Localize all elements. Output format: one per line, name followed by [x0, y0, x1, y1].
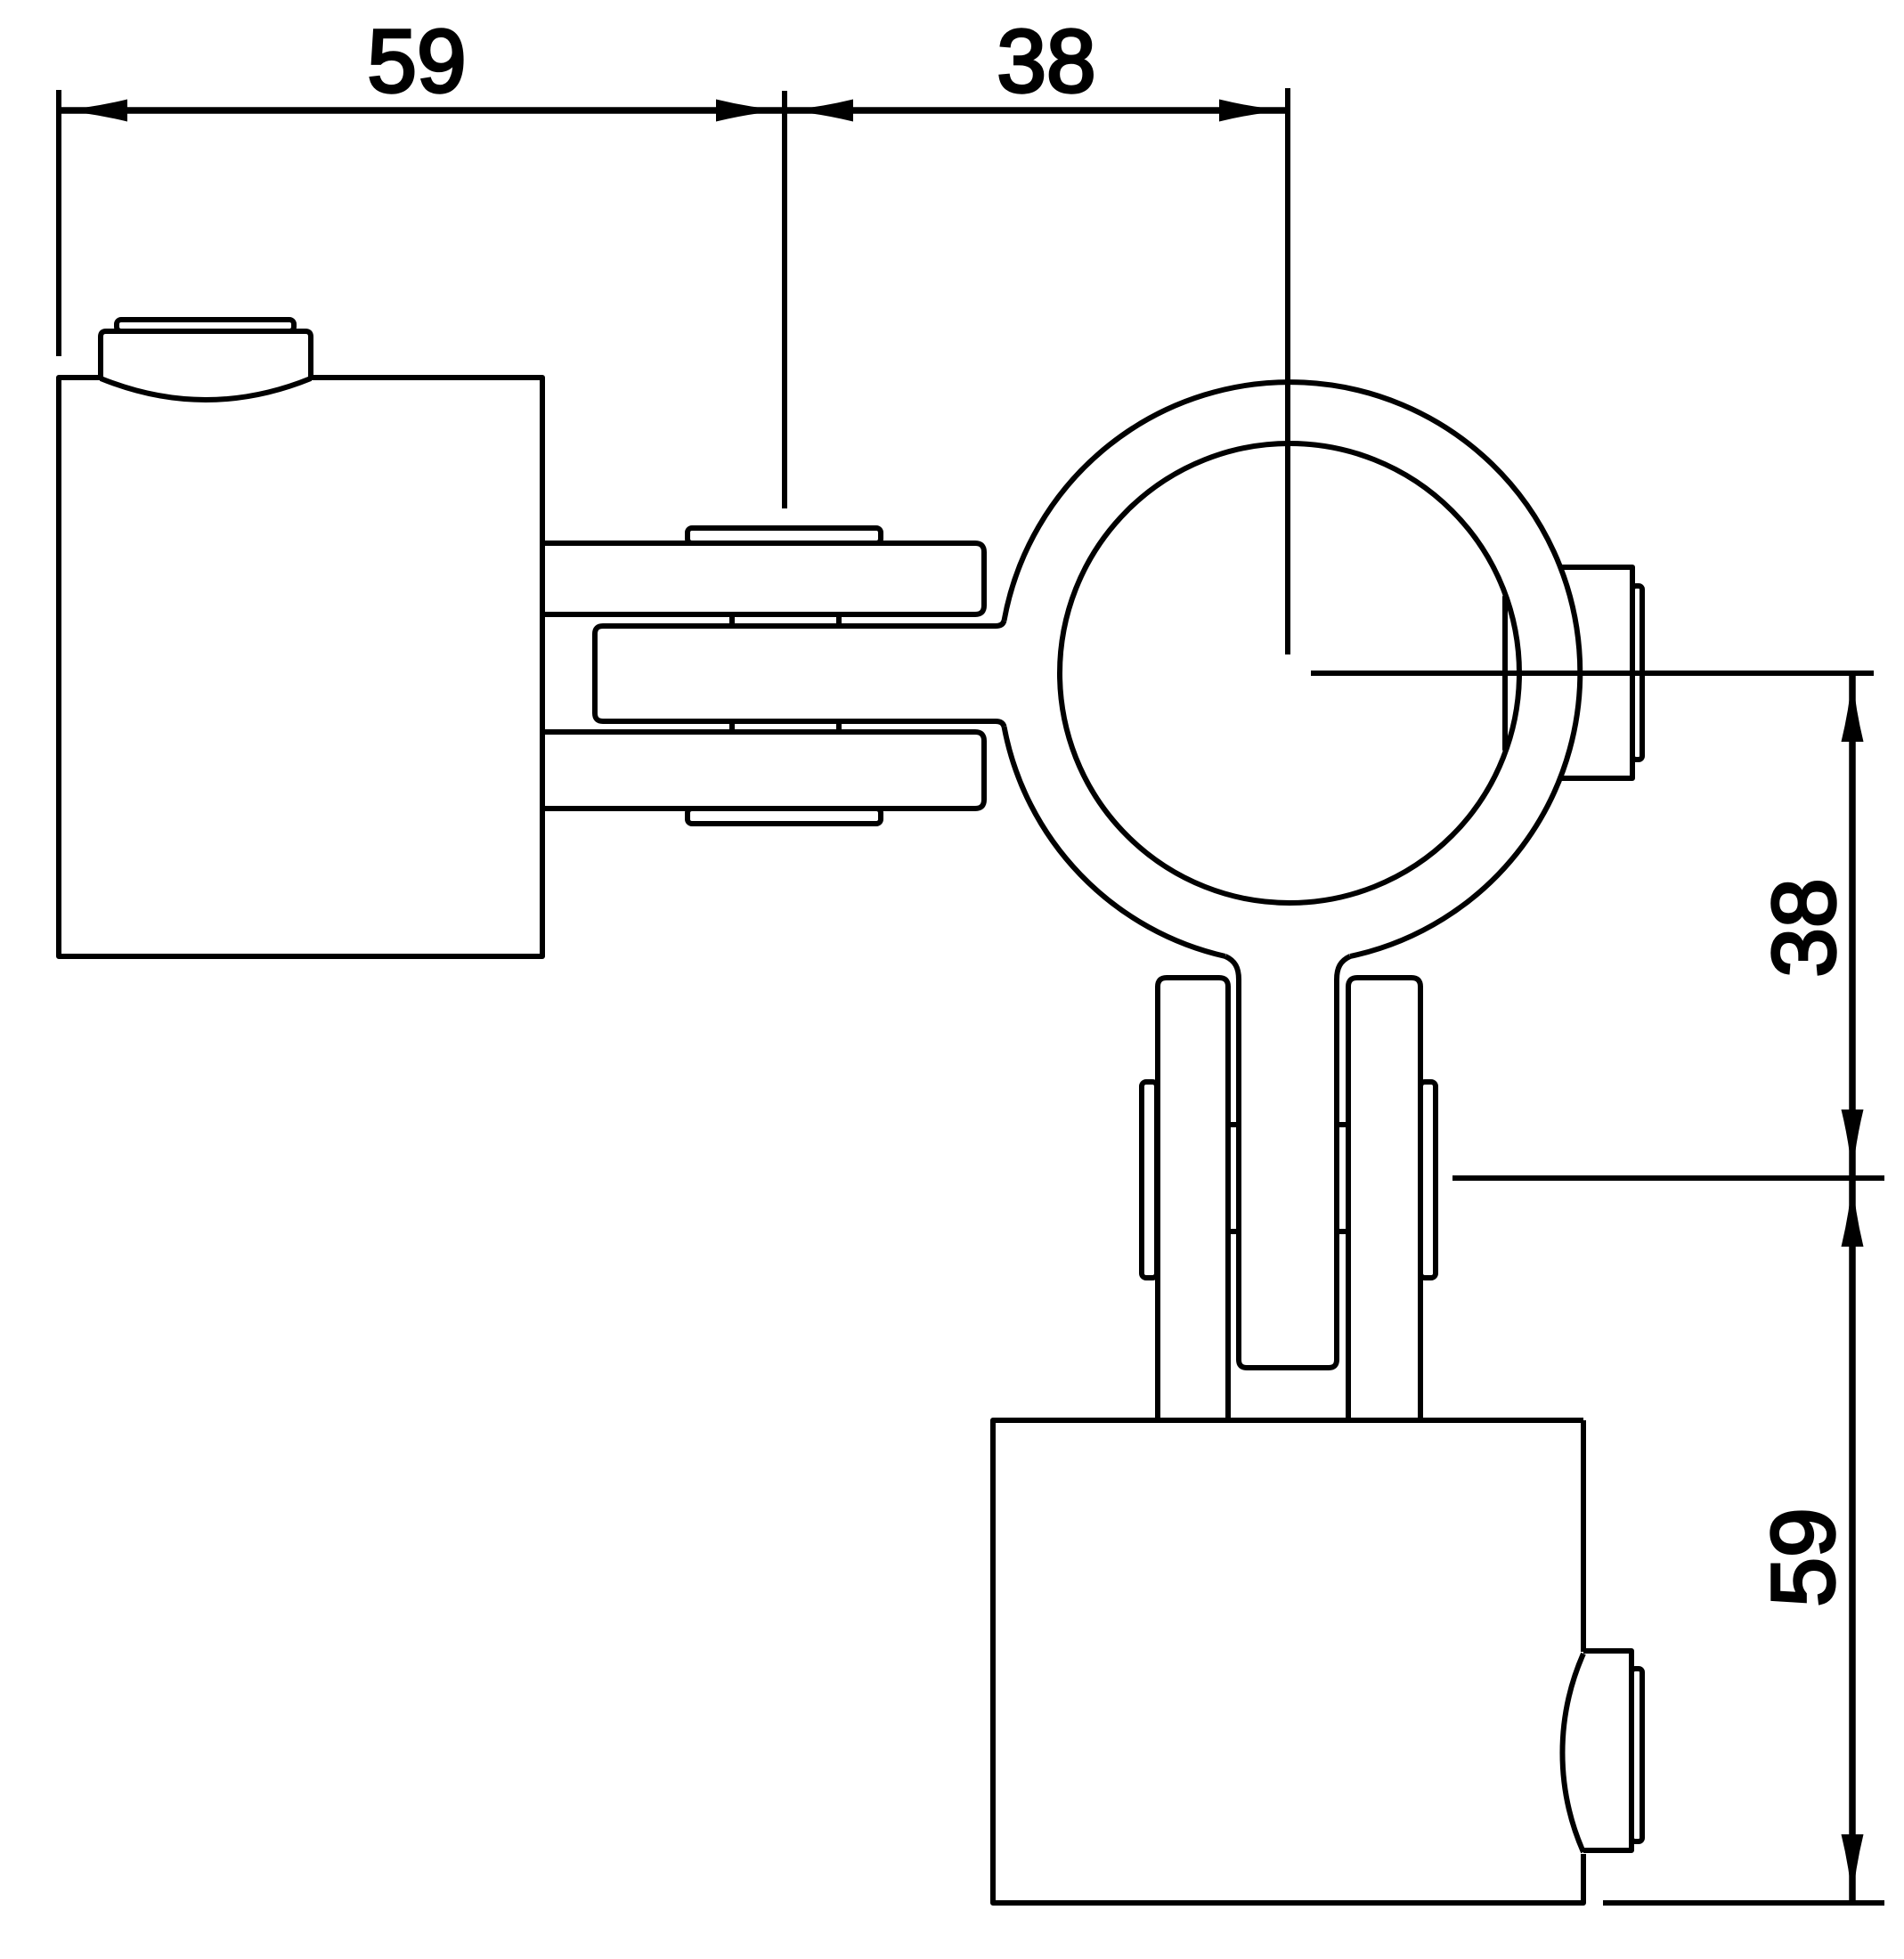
svg-text:38: 38 [1754, 878, 1854, 977]
svg-text:59: 59 [1753, 1508, 1853, 1606]
svg-text:59: 59 [367, 12, 466, 111]
svg-text:38: 38 [997, 12, 1095, 111]
